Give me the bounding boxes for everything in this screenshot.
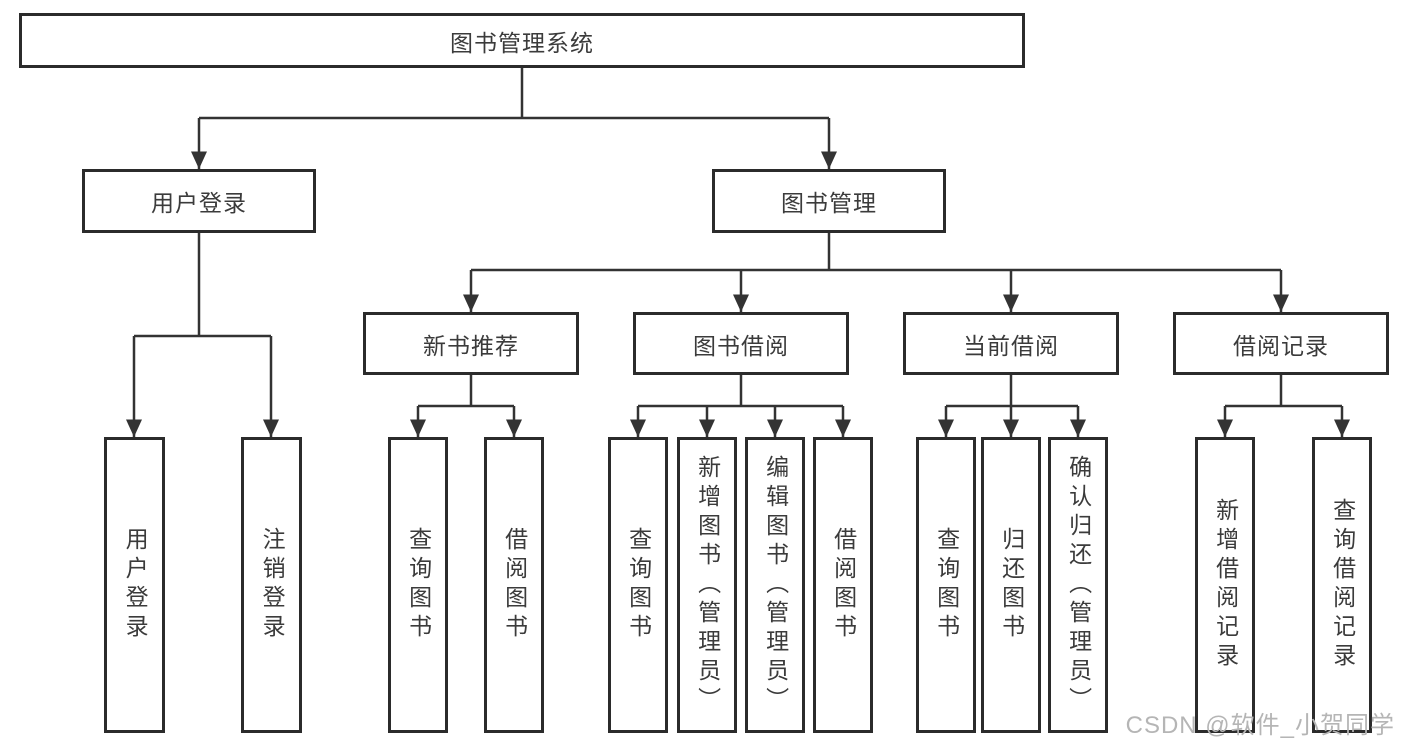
node-current-borrow: 当前借阅 — [903, 312, 1119, 375]
leaf-logout: 注销登录 — [241, 437, 302, 733]
leaf-edit-book-admin: 编辑图书（管理员） — [745, 437, 805, 733]
csdn-watermark: CSDN @软件_小贺同学 — [1125, 712, 1395, 739]
leaf-add-book-admin: 新增图书（管理员） — [677, 437, 737, 733]
leaf-add-borrow-record: 新增借阅记录 — [1195, 437, 1255, 733]
node-library-system: 图书管理系统 — [19, 13, 1025, 68]
leaf-query-books-3: 查询图书 — [916, 437, 976, 733]
leaf-query-borrow-record: 查询借阅记录 — [1312, 437, 1372, 733]
node-book-management: 图书管理 — [712, 169, 946, 233]
node-user-login: 用户登录 — [82, 169, 316, 233]
node-borrow-records: 借阅记录 — [1173, 312, 1389, 375]
connector-bars — [134, 68, 1342, 408]
leaf-borrow-books-1: 借阅图书 — [484, 437, 544, 733]
leaf-borrow-books-2: 借阅图书 — [813, 437, 873, 733]
leaf-confirm-return-admin: 确认归还（管理员） — [1048, 437, 1108, 733]
leaf-user-login: 用户登录 — [104, 437, 165, 733]
leaf-query-books-1: 查询图书 — [388, 437, 448, 733]
node-new-book-recommend: 新书推荐 — [363, 312, 579, 375]
node-book-borrow: 图书借阅 — [633, 312, 849, 375]
leaf-return-books: 归还图书 — [981, 437, 1041, 733]
leaf-query-books-2: 查询图书 — [608, 437, 668, 733]
